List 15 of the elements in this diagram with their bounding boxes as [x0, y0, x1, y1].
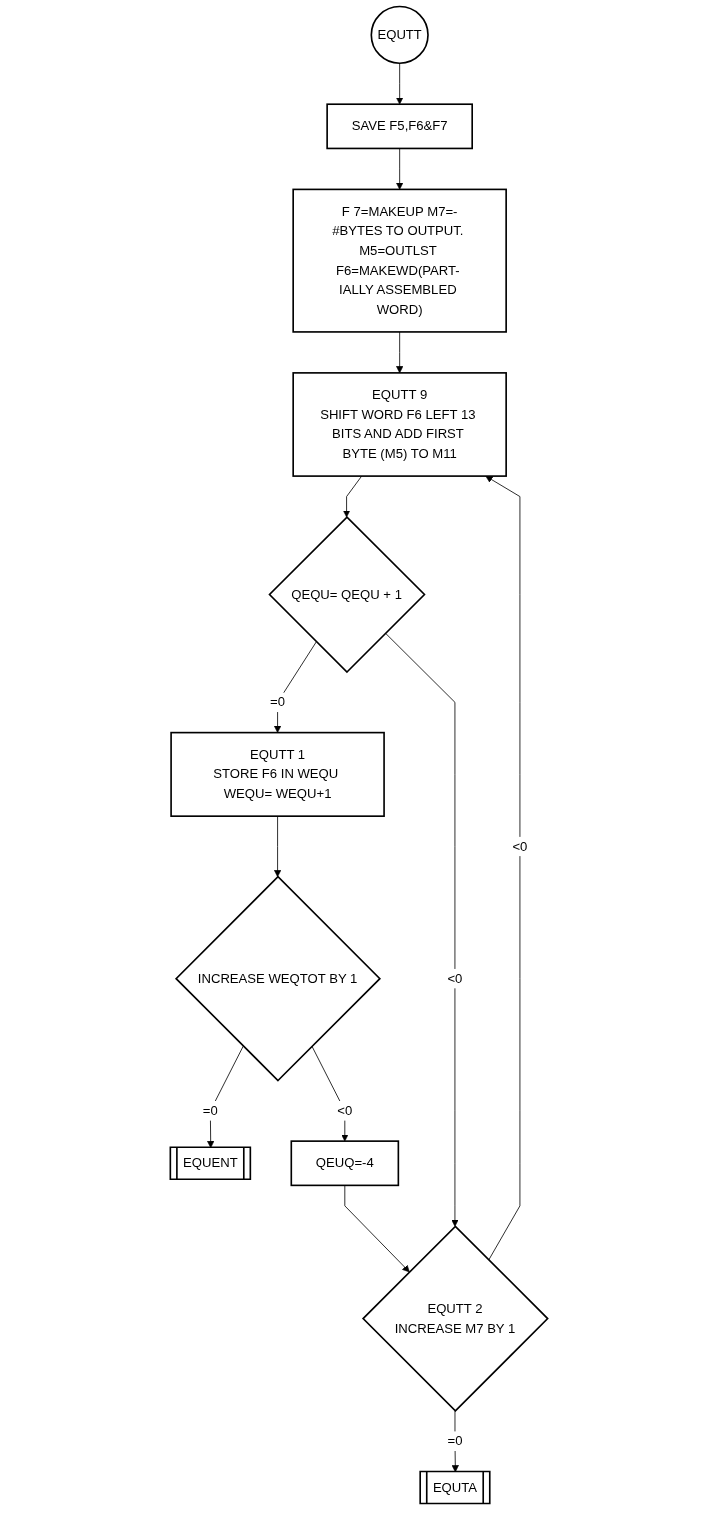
edge-label: <0	[447, 971, 463, 986]
node-diamond: QEQU= QEQU + 1	[268, 515, 426, 674]
edge-label: <0	[512, 839, 528, 854]
edge-label: =0	[447, 1433, 463, 1448]
node-box: F 7=MAKEUP M7=-#BYTES TO OUTPUT. M5=OUTLST F6=MAKEWD(PART- IALLY ASSEMBLED WORD)	[292, 188, 507, 333]
edge-label: <0	[337, 1103, 353, 1118]
node-circle: EQUTT	[370, 5, 429, 65]
node-box: SAVE F5,F6&F7	[326, 103, 473, 150]
node-box: EQUTT 9 SHIFT WORD F6 LEFT 13 BITS AND ADD FIRST BYTE (M5) TO M11	[292, 372, 507, 477]
node-diamond: INCREASE WEQTOT BY 1	[174, 875, 381, 1082]
node-box: EQUTT 1 STORE F6 IN WEQU WEQU= WEQU+1	[170, 731, 385, 817]
node-box: QEUQ=-4	[290, 1140, 400, 1187]
edge-label: =0	[202, 1103, 218, 1118]
edge-label: =0	[270, 694, 286, 709]
node-diamond: EQUTT 2 INCREASE M7 BY 1	[361, 1225, 549, 1413]
